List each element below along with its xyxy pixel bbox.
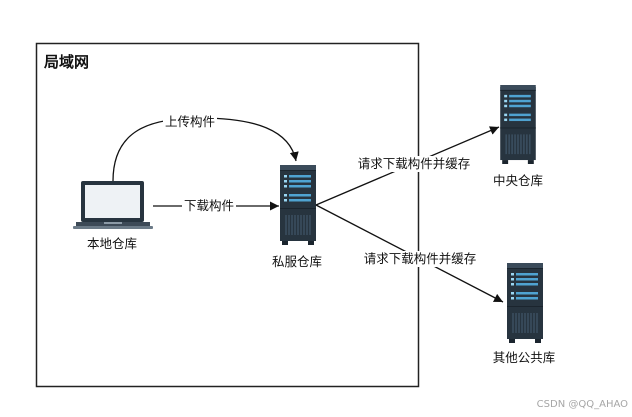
edge-label-to-central: 请求下载构件并缓存 xyxy=(355,156,473,172)
watermark: CSDN @QQ_AHAO xyxy=(536,399,628,410)
central-server-icon xyxy=(500,85,536,164)
edge-label-upload: 上传构件 xyxy=(162,114,218,130)
node-label-private: 私服仓库 xyxy=(271,254,323,269)
node-label-central: 中央仓库 xyxy=(492,173,544,188)
node-label-other: 其他公共库 xyxy=(492,350,556,365)
lan-title: 局域网 xyxy=(44,53,90,71)
laptop-icon xyxy=(73,181,153,229)
edge-label-to-other: 请求下载构件并缓存 xyxy=(361,251,479,267)
other-server-icon xyxy=(507,263,543,343)
node-label-local: 本地仓库 xyxy=(86,236,138,251)
lan-boundary xyxy=(35,42,420,388)
edge-label-download: 下载构件 xyxy=(181,198,237,214)
private-server-icon xyxy=(280,165,316,245)
